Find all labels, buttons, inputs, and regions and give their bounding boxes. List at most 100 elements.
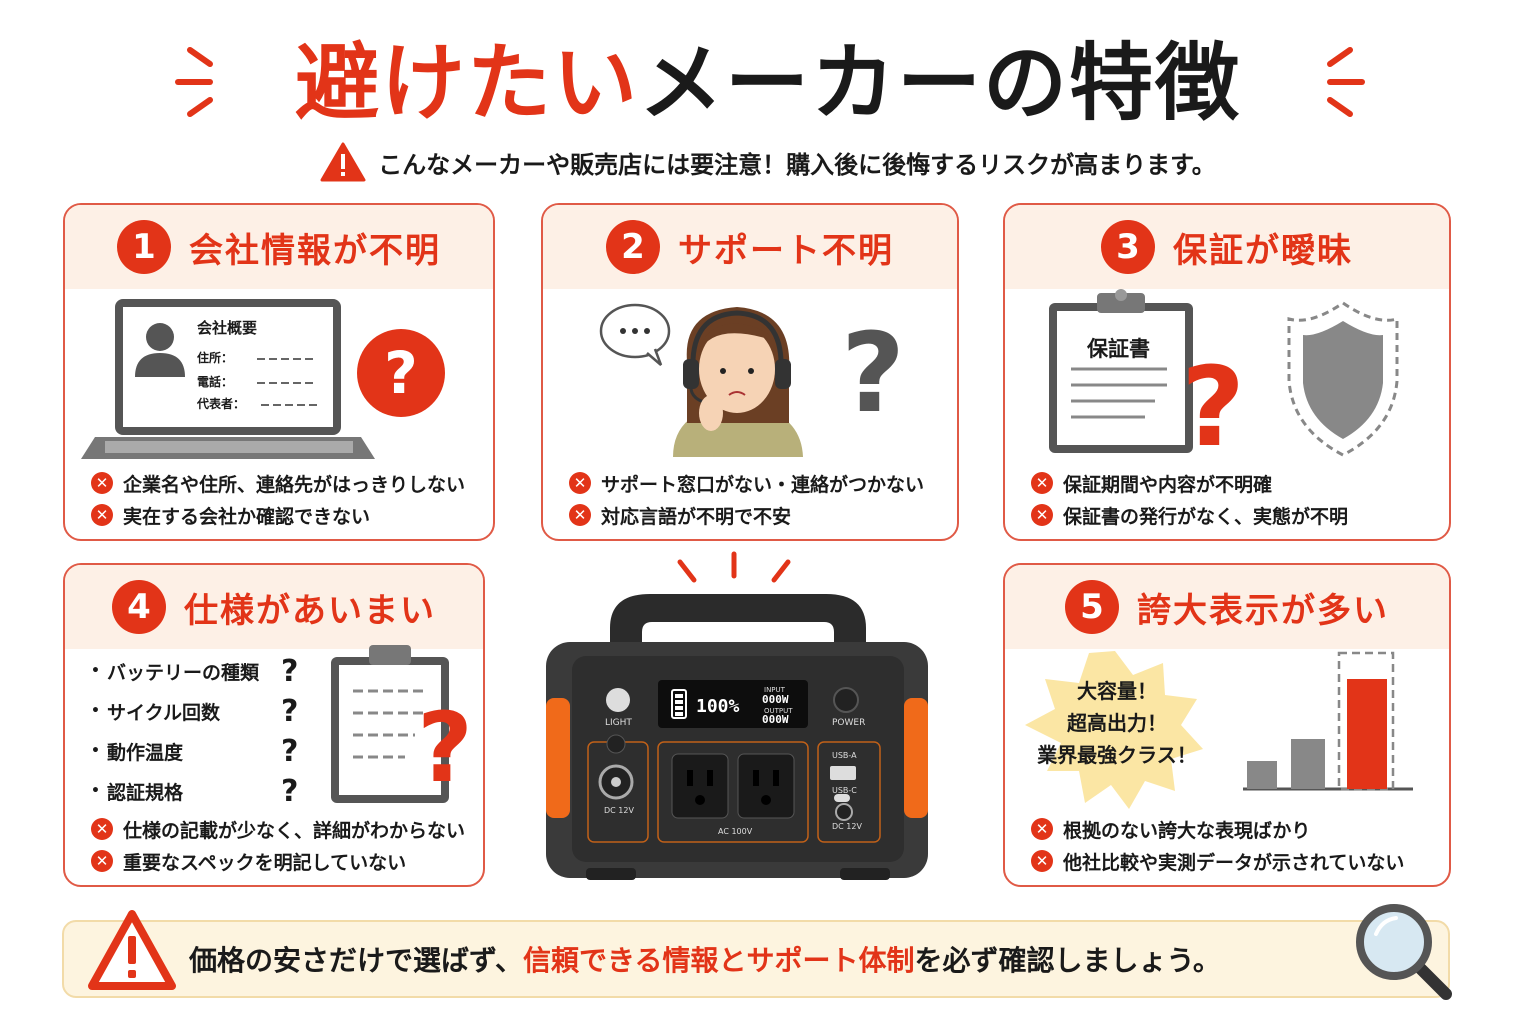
page-title-red: 避けたい [294, 34, 639, 132]
field-address: 住所： [197, 351, 234, 365]
svg-text:?: ? [1181, 343, 1245, 459]
x-circle-icon: ✕ [91, 850, 113, 872]
magnifier-icon [1356, 904, 1452, 1000]
card-number: 4 [112, 580, 166, 634]
starburst-icon [1025, 651, 1203, 809]
dc-left-label: DC 12V [604, 806, 634, 815]
burst-lines-right-icon [1327, 47, 1365, 117]
card-company-info: 1 会社情報が不明 ? 会社概要 住所： 電話： 代表者： ✕企業名や住所、連絡… [63, 203, 495, 541]
list-item: ✕根拠のない誇大な表現ばかり [1031, 813, 1439, 845]
card-number: 1 [117, 220, 171, 274]
page-title: 避けたいメーカーの特徴 [0, 28, 1536, 138]
power-button [833, 687, 859, 713]
x-circle-icon: ✕ [569, 504, 591, 526]
x-circle-icon: ✕ [1031, 818, 1053, 840]
card-exaggeration: 5 誇大表示が多い 大容量！ 超高出力！ 業界最強クラス！ ✕根拠のない誇大な表… [1003, 563, 1451, 887]
spec-item: •認証規格? [91, 773, 299, 809]
question-icon: ? [417, 692, 473, 804]
card-header: 3 保証が曖昧 [1005, 205, 1449, 289]
card-specs: 4 仕様があいまい •バッテリーの種類? •サイクル回数? •動作温度? •認証… [63, 563, 485, 887]
question-icon: ? [1181, 343, 1245, 459]
list-item: ✕サポート窓口がない・連絡がつかない [569, 467, 947, 499]
card-title: 仕様があいまい [184, 590, 436, 631]
page-title-black: メーカーの特徴 [639, 34, 1242, 132]
burst-lines-left-icon [175, 47, 213, 117]
subtitle-text: こんなメーカーや販売店には要注意！購入後に後悔するリスクが高まります。 [378, 150, 1216, 179]
card-bullets: ✕保証期間や内容が不明確 ✕保証書の発行がなく、実態が不明 [1031, 467, 1439, 531]
output-value: 000W [762, 713, 789, 726]
operator-with-headset-icon [673, 307, 803, 457]
output-label: OUTPUT [764, 707, 793, 715]
card-header: 5 誇大表示が多い [1005, 565, 1449, 649]
exaggeration-illustration [1025, 651, 1413, 809]
list-item: ✕他社比較や実測データが示されていない [1031, 845, 1439, 877]
list-item: ✕保証書の発行がなく、実態が不明 [1031, 499, 1439, 531]
spec-item: •サイクル回数? [91, 693, 299, 729]
company-profile-heading: 会社概要 [197, 319, 258, 337]
card-header: 1 会社情報が不明 [65, 205, 493, 289]
bar-chart-icon [1243, 651, 1413, 791]
question-mark: ? [281, 653, 299, 689]
power-label: POWER [832, 718, 866, 728]
x-circle-icon: ✕ [569, 472, 591, 494]
attention-lines-icon [677, 551, 791, 583]
spec-item: •バッテリーの種類? [91, 653, 299, 689]
list-item: ✕企業名や住所、連絡先がはっきりしない [91, 467, 483, 499]
input-label: INPUT [764, 686, 785, 694]
person-icon [146, 323, 174, 351]
svg-text:?: ? [841, 309, 905, 437]
card-header: 2 サポート不明 [543, 205, 957, 289]
list-item: ✕仕様の記載が少なく、詳細がわからない [91, 813, 473, 845]
question-mark: ? [281, 693, 299, 729]
card-support: 2 サポート不明 ? ✕サポート窓口がない・連絡がつかない ✕対応言語が不明で不… [541, 203, 959, 541]
question-mark: ? [281, 733, 299, 769]
laptop-icon: ? [81, 299, 445, 459]
x-circle-icon: ✕ [1031, 504, 1053, 526]
card-bullets: ✕仕様の記載が少なく、詳細がわからない ✕重要なスペックを明記していない [91, 813, 473, 877]
card-title: 会社情報が不明 [189, 230, 441, 271]
field-representative: 代表者： [197, 397, 246, 411]
dc-right-label: DC 12V [832, 822, 862, 831]
card-bullets: ✕サポート窓口がない・連絡がつかない ✕対応言語が不明で不安 [569, 467, 947, 531]
x-circle-icon: ✕ [91, 818, 113, 840]
card-number: 3 [1101, 220, 1155, 274]
clipboard-icon: ? [331, 645, 473, 804]
light-label: LIGHT [605, 718, 632, 728]
light-button [606, 688, 630, 712]
input-value: 000W [762, 693, 789, 706]
power-station-illustration [546, 551, 928, 880]
card-title: 誇大表示が多い [1137, 590, 1389, 631]
spec-item: •動作温度? [91, 733, 299, 769]
card-number: 2 [606, 220, 660, 274]
shield-icon [1287, 301, 1399, 457]
card-number: 5 [1065, 580, 1119, 634]
field-phone: 電話： [197, 375, 234, 389]
subtitle: こんなメーカーや販売店には要注意！購入後に後悔するリスクが高まります。 [0, 140, 1536, 184]
x-circle-icon: ✕ [1031, 850, 1053, 872]
x-circle-icon: ✕ [91, 472, 113, 494]
speech-bubble-icon [599, 303, 671, 366]
card-title: 保証が曖昧 [1173, 230, 1353, 271]
list-item: ✕保証期間や内容が不明確 [1031, 467, 1439, 499]
question-icon: ? [841, 309, 905, 437]
warranty-doc-title: 保証書 [1087, 337, 1150, 361]
warranty-illustration: ? [1049, 289, 1399, 459]
spec-list: •バッテリーの種類? •サイクル回数? •動作温度? •認証規格? [91, 651, 299, 811]
hype-text: 大容量！ 超高出力！ 業界最強クラス！ [1037, 679, 1197, 767]
x-circle-icon: ✕ [1031, 472, 1053, 494]
ac-label: AC 100V [718, 827, 753, 836]
operator-illustration: ? [599, 303, 905, 457]
warning-triangle-icon [320, 142, 366, 182]
clipboard-icon [1049, 289, 1193, 453]
question-icon [357, 329, 445, 417]
usb-c-label: USB-C [832, 786, 857, 795]
list-item: ✕重要なスペックを明記していない [91, 845, 473, 877]
card-bullets: ✕根拠のない誇大な表現ばかり ✕他社比較や実測データが示されていない [1031, 813, 1439, 877]
list-item: ✕対応言語が不明で不安 [569, 499, 947, 531]
footer-text: 価格の安さだけで選ばず、信頼できる情報とサポート体制を必ず確認しましょう。 [189, 944, 1221, 977]
usb-a-label: USB-A [832, 751, 857, 760]
question-mark: ? [281, 773, 299, 809]
footer-banner: 価格の安さだけで選ばず、信頼できる情報とサポート体制を必ず確認しましょう。 [62, 920, 1450, 998]
list-item: ✕実在する会社か確認できない [91, 499, 483, 531]
warning-triangle-icon [88, 910, 176, 990]
